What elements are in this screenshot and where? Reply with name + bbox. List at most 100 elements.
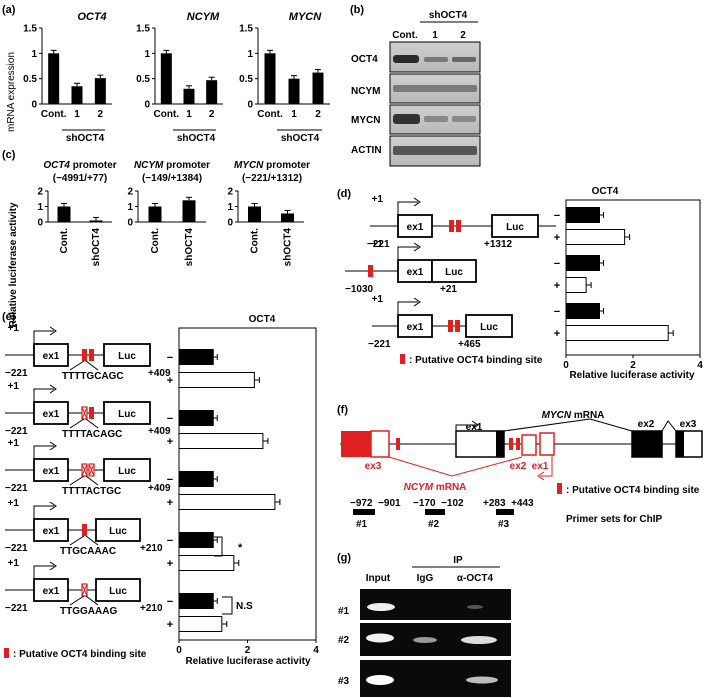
construct-end: +409 xyxy=(148,483,171,494)
tss-label: +1 xyxy=(8,381,20,392)
gel-band xyxy=(366,675,394,685)
arrowhead xyxy=(413,297,421,307)
sig-label-star: * xyxy=(238,542,243,554)
x-tick-label: 4 xyxy=(313,645,319,656)
construct-end: +1312 xyxy=(484,239,513,250)
binding-sequence: TTTTACTGC xyxy=(62,486,121,497)
panel-f-ncym-rest: mRNA xyxy=(433,482,466,493)
gel-row-1: #1 xyxy=(338,606,350,617)
panel-f-ncym-label: NCYM mRNA xyxy=(404,482,467,493)
seq-pointer xyxy=(85,535,99,546)
mycn-exon1-fill xyxy=(496,431,504,457)
bar xyxy=(281,213,294,222)
mycn-exon1-label: ex1 xyxy=(466,422,483,433)
panel-c-ylabel: Relative luciferase activity xyxy=(8,202,19,328)
y-tick-label: 1 xyxy=(227,202,233,213)
ncym-exon2-label: ex2 xyxy=(510,461,527,472)
mycn-exon3-label: ex3 xyxy=(680,419,697,430)
chart-c-mycn-range: (−221/+1312) xyxy=(242,173,302,184)
row-label: − xyxy=(167,352,173,364)
ncym-exon3 xyxy=(341,431,371,457)
bar xyxy=(565,325,669,341)
tss-label: +1 xyxy=(8,558,20,569)
binding-site-f xyxy=(396,438,400,450)
binding-sequence: TTTTACAGC xyxy=(62,429,122,440)
chart-d-title: OCT4 xyxy=(592,186,619,197)
bar xyxy=(178,593,214,609)
gel-band xyxy=(413,637,437,643)
bar xyxy=(248,206,261,222)
chart-c-ncym-gene: NCYM xyxy=(134,160,164,171)
bar xyxy=(206,80,218,104)
blot-band xyxy=(393,55,419,63)
primer-2-coords: −170 −102 xyxy=(413,498,464,509)
binding-site xyxy=(448,320,453,332)
y-tick-label: 0 xyxy=(31,100,37,111)
ncym-exon3-open xyxy=(370,430,390,458)
luc-label: Luc xyxy=(480,322,498,333)
primer-2-name: #2 xyxy=(428,519,440,530)
gel-band xyxy=(466,676,498,684)
panel-f-primer-caption: Primer sets for ChIP xyxy=(566,514,662,525)
binding-site xyxy=(456,220,461,232)
tss-label: +1 xyxy=(372,239,384,250)
seq-pointer xyxy=(69,535,85,546)
chart-a-ncym-title: NCYM xyxy=(187,11,220,23)
seq-pointer xyxy=(69,595,85,606)
binding-site xyxy=(89,407,94,419)
binding-sequence: TTGGAAAG xyxy=(60,606,117,617)
binding-sequence: TTTTGCAGC xyxy=(62,371,124,382)
row-label: + xyxy=(554,232,560,244)
gel-lane-oct4: α-OCT4 xyxy=(457,573,494,584)
bar xyxy=(183,88,195,104)
luc-label: Luc xyxy=(109,586,127,597)
mycn-exon2 xyxy=(631,430,663,458)
y-tick-label: 0.5 xyxy=(136,74,150,85)
gel-band xyxy=(367,603,395,611)
arrowhead xyxy=(413,242,421,252)
y-tick-label: 1 xyxy=(127,202,133,213)
gel-row-2: #2 xyxy=(338,635,350,646)
blot-band xyxy=(452,57,476,62)
row-label: + xyxy=(554,328,560,340)
panel-f-label: (f) xyxy=(337,404,348,416)
gel-row-3: #3 xyxy=(338,676,350,687)
x-tick-label: shOCT4 xyxy=(283,228,294,267)
chart-c-mycn-title: MYCN promoter xyxy=(234,160,310,171)
construct-end: +409 xyxy=(148,426,171,437)
panel-c: Relative luciferase activity OCT4 promot… xyxy=(8,160,310,328)
blot-band xyxy=(393,114,420,124)
blot-band xyxy=(424,116,448,122)
gel-band xyxy=(366,633,394,643)
arrowhead xyxy=(49,501,57,511)
chart-a-oct4-group: shOCT4 xyxy=(66,133,105,144)
ncym-exon2 xyxy=(521,434,537,456)
binding-site-f xyxy=(509,438,513,450)
bar xyxy=(178,410,214,426)
bar xyxy=(89,220,103,222)
bar xyxy=(565,303,600,319)
tss-label: +1 xyxy=(372,194,384,205)
seq-pointer xyxy=(69,475,85,486)
panel-c-label: (c) xyxy=(2,149,16,161)
panel-f-mycn-rest: mRNA xyxy=(571,410,604,421)
bar xyxy=(48,53,60,104)
row-label: − xyxy=(167,474,173,486)
y-tick-label: 1.5 xyxy=(239,24,253,35)
construct-end: +465 xyxy=(458,339,481,350)
luc-box xyxy=(103,401,151,425)
chart-c-ncym-title-rest: promoter xyxy=(163,160,210,171)
construct-end: +21 xyxy=(440,284,457,295)
chart-c-mycn-title-rest: promoter xyxy=(263,160,310,171)
construct-start: −221 xyxy=(368,339,391,350)
x-tick-label: shOCT4 xyxy=(184,228,195,267)
x-tick-label: Cont. xyxy=(41,109,67,120)
bar xyxy=(182,200,196,222)
